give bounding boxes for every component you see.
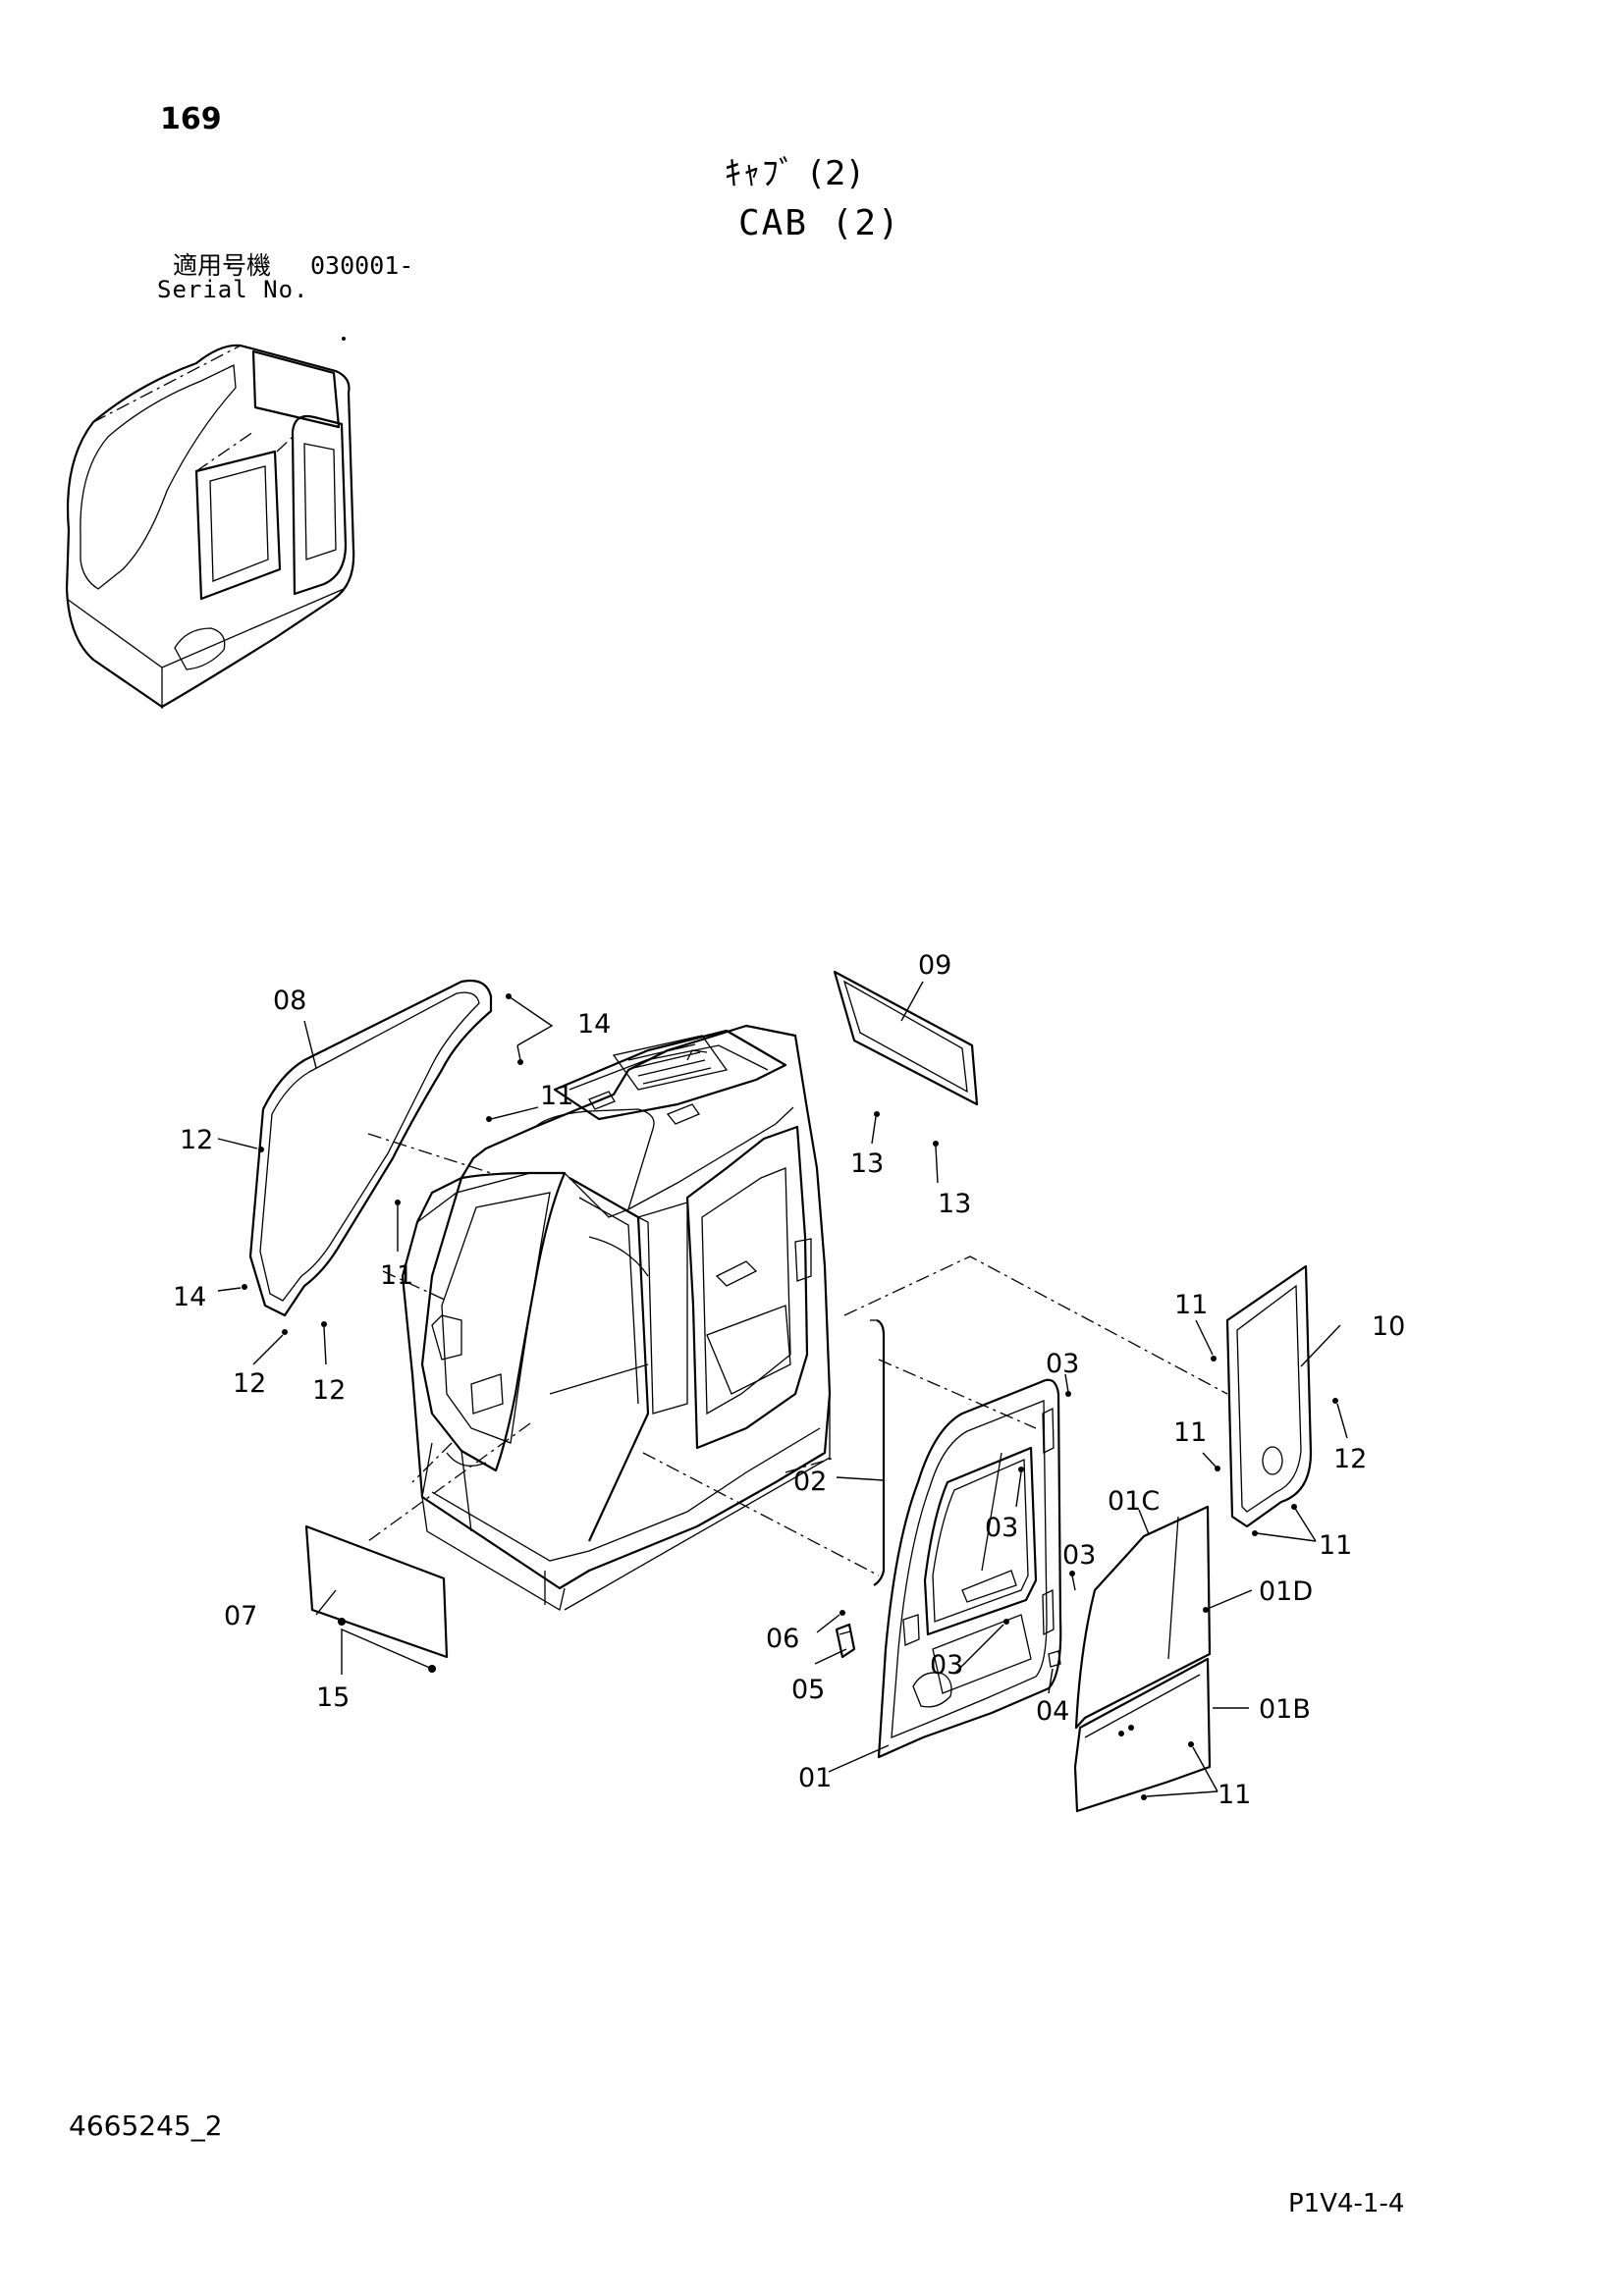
cab-frame: [401, 1024, 832, 1612]
callout-labels: 08 14 11 12 11 14 12 12 09 13 13 11 10 0…: [173, 950, 1405, 1810]
callout-14: 14: [577, 1009, 611, 1040]
callout-01: 01: [798, 1763, 832, 1793]
cab-overview-thumbnail: [65, 337, 355, 709]
right-side-glass: [1225, 1264, 1313, 1528]
callout-06: 06: [766, 1624, 799, 1654]
callout-12: 12: [180, 1125, 213, 1155]
title-english: CAB (2): [738, 203, 901, 243]
callout-01C: 01C: [1108, 1486, 1160, 1517]
serial-label-english: Serial No.: [157, 276, 309, 303]
callout-03: 03: [1062, 1540, 1096, 1571]
callout-13: 13: [850, 1148, 884, 1179]
callout-02: 02: [793, 1467, 827, 1497]
callout-05: 05: [791, 1675, 825, 1705]
callout-03: 03: [930, 1650, 963, 1681]
callout-11: 11: [1173, 1417, 1207, 1448]
roof-panel: [553, 1029, 787, 1125]
title-japanese: ｷｬﾌﾞ (2): [725, 154, 863, 193]
callout-01B: 01B: [1259, 1694, 1311, 1725]
alignment-lines: [367, 1133, 1228, 1576]
callout-12: 12: [312, 1375, 346, 1406]
lower-front-glass: [304, 1524, 449, 1659]
door-assembly: [877, 1378, 1062, 1759]
serial-range: 030001-: [310, 251, 414, 280]
door-lock-parts: [835, 1623, 1061, 1668]
callout-08: 08: [273, 986, 306, 1016]
leader-lines: [217, 981, 1348, 1800]
callout-01D: 01D: [1259, 1576, 1313, 1607]
page-code: P1V4-1-4: [1288, 2189, 1405, 2218]
callout-11: 11: [1174, 1290, 1208, 1320]
callout-13: 13: [938, 1189, 971, 1219]
callout-11: 11: [380, 1260, 413, 1291]
callout-11: 11: [540, 1081, 573, 1111]
callout-07: 07: [224, 1601, 257, 1631]
door-upper-glass: [1074, 1505, 1212, 1730]
callout-09: 09: [918, 950, 951, 981]
callout-12: 12: [233, 1368, 266, 1399]
callout-03: 03: [1046, 1349, 1079, 1379]
callout-12: 12: [1333, 1444, 1367, 1474]
serial-label-japanese: 適用号機: [173, 251, 272, 280]
front-windshield-glass: [248, 979, 493, 1317]
door-lower-glass: [1073, 1657, 1212, 1813]
callout-14: 14: [173, 1282, 206, 1312]
door-seal-strip: [870, 1318, 886, 1586]
callout-10: 10: [1372, 1311, 1405, 1342]
callout-04: 04: [1036, 1696, 1069, 1727]
drawing-id: 4665245_2: [69, 2109, 223, 2142]
callout-11: 11: [1218, 1780, 1251, 1810]
upper-rear-glass: [833, 970, 979, 1106]
page-number: 169: [160, 102, 222, 136]
callout-15: 15: [316, 1682, 350, 1713]
callout-03: 03: [985, 1513, 1018, 1543]
callout-11: 11: [1319, 1530, 1352, 1561]
